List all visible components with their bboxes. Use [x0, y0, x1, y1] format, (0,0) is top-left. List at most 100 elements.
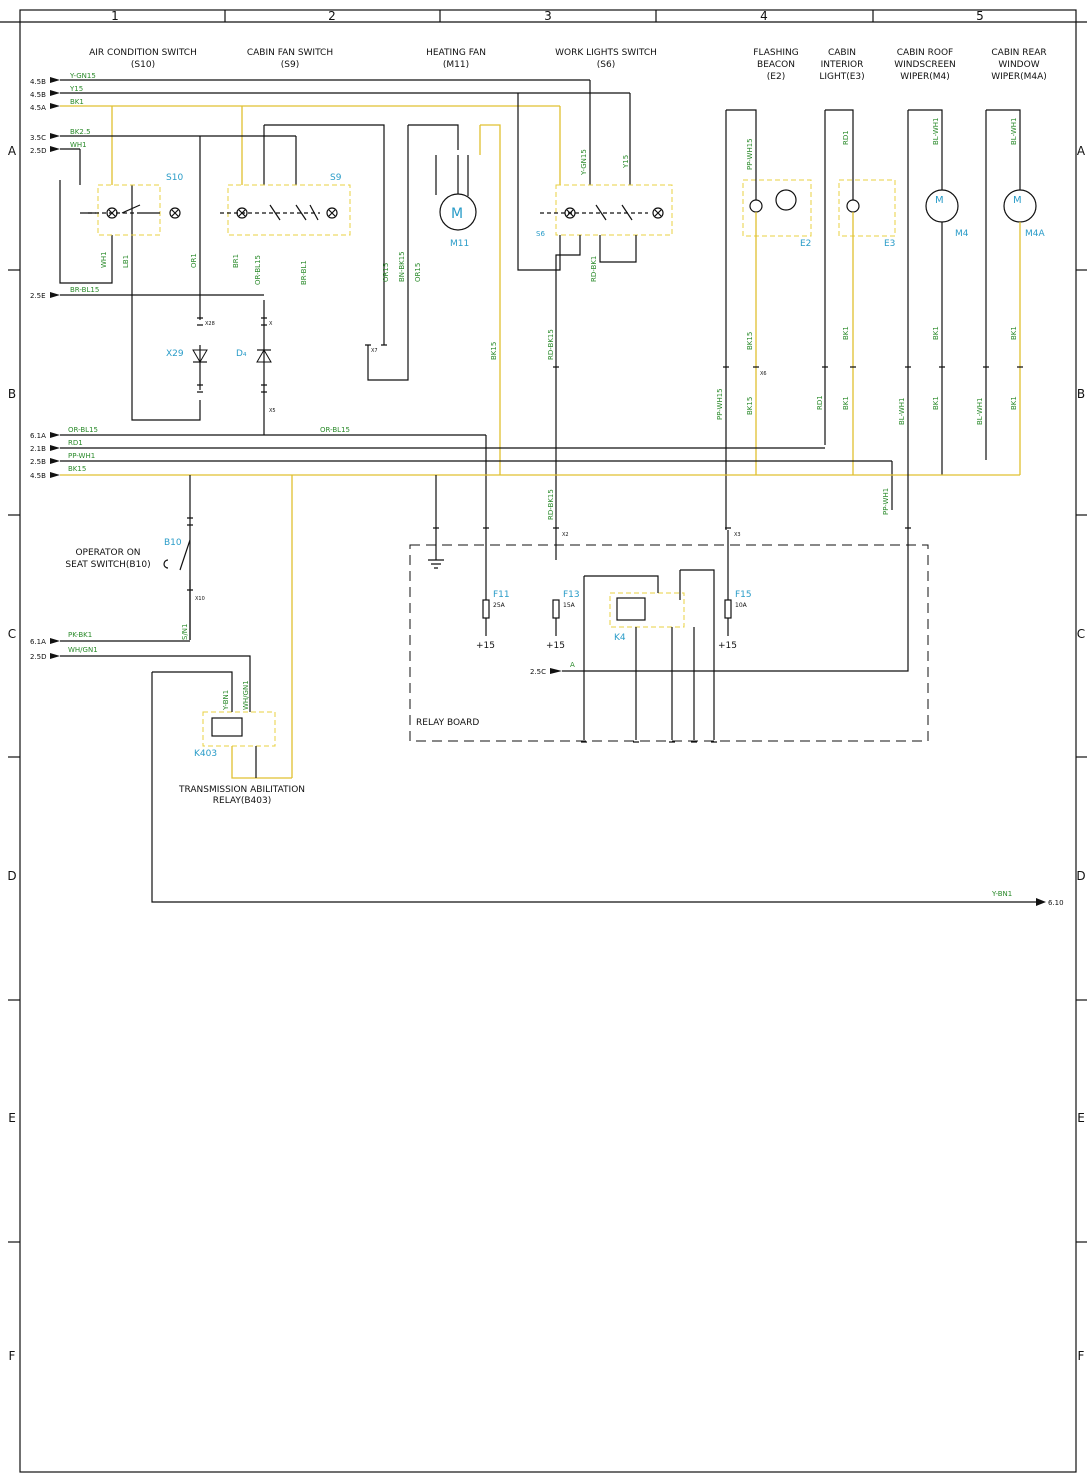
row-e-left: E: [8, 1111, 16, 1125]
interior-light-box: [838, 179, 896, 237]
connector-label: X28: [205, 321, 215, 327]
wire-label: BK1: [1010, 396, 1018, 410]
signal-ref: 2.5B: [30, 458, 46, 466]
wire-label: PP-WH15: [716, 388, 724, 420]
svg-text:M: M: [935, 195, 944, 206]
signal-ref: 3.5C: [30, 134, 46, 142]
signal-wire-label: WH/GN1: [68, 646, 98, 654]
work-lights-title: WORK LIGHTS SWITCH: [555, 48, 657, 58]
wire-label: BR1: [232, 254, 240, 268]
wire-label: PP-WH1: [882, 488, 890, 515]
wire-label: WH/GN1: [242, 680, 250, 710]
signal-wire-label: BK15: [68, 465, 86, 473]
signal-ref: 6.1A: [30, 432, 46, 440]
rear-wiper-title3: WIPER(M4A): [991, 72, 1047, 82]
connector-label: X5: [269, 408, 276, 414]
lamp-icon: [652, 207, 664, 219]
wire-label: BK1: [932, 326, 940, 340]
wire-label: BL-WH1: [898, 398, 906, 425]
wire-label: Y15: [622, 155, 630, 169]
wire-label: BK1: [932, 396, 940, 410]
trans-relay-tag: K403: [194, 749, 217, 759]
heating-fan-tag: M11: [450, 239, 469, 249]
seat-switch-title2: SEAT SWITCH(B10): [65, 560, 150, 570]
signal-wire-label: RD1: [68, 439, 83, 447]
wire-label: BK15: [746, 397, 754, 415]
heating-fan-title: HEATING FAN: [426, 48, 486, 58]
signal-wire-label: Y15: [69, 85, 83, 93]
fuse-tag: F15: [735, 590, 752, 600]
lamp-icon: [749, 199, 763, 213]
signal-ref: 2.5D: [30, 147, 47, 155]
relay-k4-tag: K4: [614, 633, 626, 643]
rear-wiper-title2: WINDOW: [998, 60, 1039, 70]
wire-label: OR15: [382, 263, 390, 282]
diode-label-1: X29: [166, 349, 184, 359]
wire-label: BK1: [842, 326, 850, 340]
column-4: 4: [760, 9, 768, 23]
wire-label: BN-BK15: [398, 251, 406, 282]
signal-ref: 2.5E: [30, 292, 46, 300]
relay-board-box: [409, 544, 929, 742]
row-a-left: A: [8, 144, 17, 158]
row-d-right: D: [1076, 869, 1085, 883]
wire-label: OR-BL15: [254, 255, 262, 285]
signal-ref: 4.5B: [30, 472, 46, 480]
connector-label: X7: [371, 348, 378, 354]
beacon-box: [742, 179, 812, 237]
wire-label: BK15: [746, 332, 754, 350]
fuse-tag: F11: [493, 590, 510, 600]
ground-icon: [428, 559, 444, 569]
wire-label: RD1: [842, 130, 850, 145]
row-e-right: E: [1077, 1111, 1085, 1125]
row-a-right: A: [1077, 144, 1086, 158]
row-b-left: B: [8, 387, 16, 401]
fan-switch-tag: S9: [330, 173, 342, 183]
rear-wiper-tag: M4A: [1025, 229, 1045, 239]
lamp-icon: [326, 207, 338, 219]
connector-label: X6: [760, 371, 767, 377]
connector-marks: [187, 317, 1023, 743]
row-ticks: [8, 269, 1087, 1243]
wire-label: BL-WH1: [1010, 118, 1018, 145]
svg-text:M: M: [451, 206, 463, 222]
connector-label: X2: [562, 532, 569, 538]
signal-ref: 2.1B: [30, 445, 46, 453]
relay-board-title: RELAY BOARD: [416, 718, 479, 728]
signal-ref: 4.5B: [30, 78, 46, 86]
column-2: 2: [328, 9, 336, 23]
seat-icon: [163, 559, 169, 569]
beacon-motor-icon: [775, 189, 797, 211]
signal-wire-label: PK-BK1: [68, 631, 92, 639]
wire-label: OR1: [190, 253, 198, 268]
beacon-tag: E2: [800, 239, 811, 249]
trans-relay-box: [202, 711, 276, 747]
signal-ref: 2.5D: [30, 653, 47, 661]
wire-label: BK15: [490, 342, 498, 360]
trans-relay-title: TRANSMISSION ABILITATION: [178, 785, 305, 795]
connector-label: X10: [195, 596, 205, 602]
relay-coil-icon: [616, 597, 646, 621]
interior-light-tag: E3: [884, 239, 895, 249]
fan-switch-box: [227, 184, 351, 236]
interior-light-title3: LIGHT(E3): [819, 72, 864, 82]
fuse-supply: +15: [718, 641, 737, 651]
heating-fan-title2: (M11): [443, 60, 469, 70]
relay-coil-icon: [211, 717, 243, 737]
signal-ref: 4.5B: [30, 91, 46, 99]
wire-label: RD-BK1: [590, 256, 598, 282]
relay-k4-box: [609, 592, 685, 628]
rear-wiper-title: CABIN REAR: [991, 48, 1046, 58]
row-b-right: B: [1077, 387, 1085, 401]
fan-switch-title2: (S9): [281, 60, 299, 70]
signal-wire-label: PP-WH1: [68, 452, 95, 460]
ac-switch-title: AIR CONDITION SWITCH: [89, 48, 197, 58]
board-input-pin: A: [570, 661, 575, 669]
column-1: 1: [111, 9, 119, 23]
lamp-icon: [846, 199, 860, 213]
wire-label: LB1: [122, 255, 130, 268]
interior-light-title: CABIN: [828, 48, 856, 58]
wire-label: RD-BK15: [547, 489, 555, 520]
roof-wiper-tag: M4: [955, 229, 969, 239]
